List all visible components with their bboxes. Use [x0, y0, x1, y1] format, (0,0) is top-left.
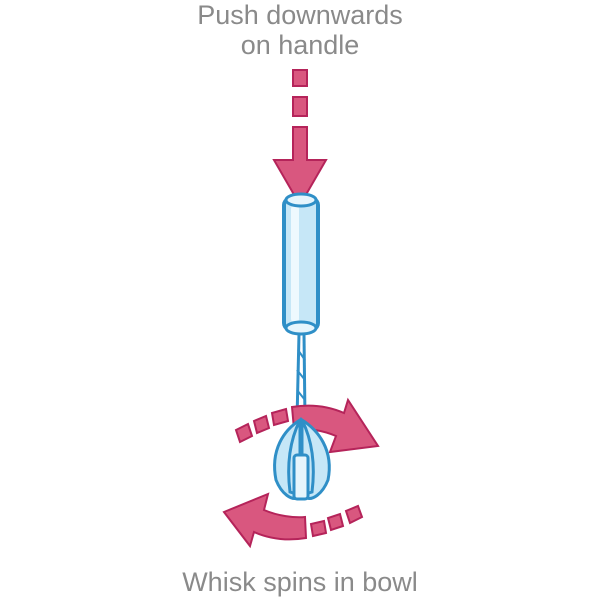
bottom-caption: Whisk spins in bowl [182, 567, 418, 597]
whisk-head [273, 417, 331, 501]
arrow-dash-1 [292, 69, 308, 87]
top-caption: Push downwards on handle [0, 0, 600, 60]
arrow-head [272, 126, 328, 207]
arrow-dash-2 [292, 96, 308, 117]
top-caption-line-2: on handle [240, 30, 360, 60]
rotation-arrow-top [234, 397, 380, 454]
whisk-handle [282, 192, 320, 336]
rotation-arrow-bottom [222, 492, 364, 549]
top-caption-line-1: Push downwards [197, 0, 403, 30]
push-down-arrow [272, 69, 328, 207]
